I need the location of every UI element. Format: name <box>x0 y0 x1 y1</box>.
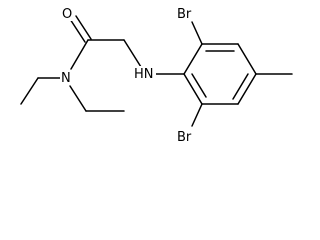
bond-n-ethyl2-ch2 <box>69 85 87 112</box>
atom-label-oxygen: O <box>62 7 72 22</box>
bond-carbonyl-n <box>70 39 89 70</box>
chemical-structure: O N HN Br Br <box>20 6 293 145</box>
bond-ch2-nh <box>123 39 142 68</box>
bond-carbonyl-double-2 <box>75 15 92 40</box>
atom-label-bromine-top: Br <box>177 7 192 22</box>
bond-ring-c1-c2 <box>183 43 203 75</box>
bond-ring-c4-c5-inner <box>232 73 249 100</box>
bond-ring-c3-c4 <box>237 43 257 75</box>
atom-label-amine: HN <box>134 67 154 82</box>
atom-label-bromine-bottom: Br <box>177 130 192 145</box>
bond-ring-c6-c1 <box>183 73 203 105</box>
bond-ring-c4-c5 <box>237 73 257 105</box>
atom-label-amide-nitrogen: N <box>61 71 71 86</box>
bond-carbonyl-double-1 <box>69 18 86 43</box>
bond-ethyl1-ch2-ch3 <box>20 77 39 105</box>
bond-ring-br-top <box>191 21 203 45</box>
bonds <box>20 15 293 127</box>
bond-ring-br-bottom <box>191 103 203 127</box>
bond-ring-c6-c1-inner <box>191 73 207 98</box>
atom-labels: O N HN Br Br <box>60 6 198 145</box>
